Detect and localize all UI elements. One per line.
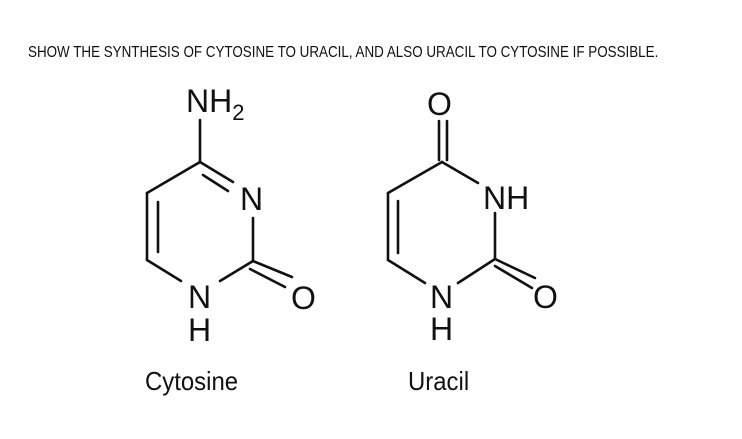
uracil-o4-label: O: [427, 86, 452, 122]
uracil-bond-c2-o2: [493, 257, 537, 280]
uracil-n3-label: NH: [483, 180, 529, 216]
uracil-bond-c2-o2-second: [493, 264, 534, 290]
cytosine-n1-h-label: H: [188, 312, 211, 348]
cytosine-bond-c2-o: [251, 259, 294, 279]
uracil-caption: Uracil: [408, 366, 470, 396]
cytosine-bond-n1-c2: [218, 259, 255, 283]
question-text: SHOW THE SYNTHESIS OF CYTOSINE TO URACIL…: [28, 44, 659, 61]
uracil-o2-label: O: [533, 279, 558, 315]
uracil-n1-h-label: H: [430, 311, 453, 347]
cytosine-n1-label: N: [188, 279, 211, 315]
cytosine-bond-c2-o-second: [248, 267, 287, 289]
cytosine-bond-c4-c5: [145, 160, 202, 195]
uracil-structure: O NH N H O: [386, 86, 558, 347]
cytosine-amine-label: NH2: [186, 83, 244, 125]
uracil-bond-n3-c4: [440, 160, 480, 185]
uracil-bond-c6-n1: [386, 258, 427, 285]
uracil-bond-c4-c5: [386, 160, 444, 195]
uracil-bond-n1-c2: [456, 257, 497, 285]
cytosine-caption: Cytosine: [145, 366, 239, 396]
cytosine-bond-n3-c4: [198, 160, 235, 184]
cytosine-bond-n3-c4-inner: [201, 173, 230, 193]
cytosine-structure: NH2 N N H O: [145, 83, 316, 348]
cytosine-n3-label: N: [240, 181, 263, 217]
cytosine-bond-c6-n1: [145, 258, 183, 283]
cytosine-o-label: O: [291, 280, 316, 316]
uracil-n1-label: N: [430, 279, 453, 315]
